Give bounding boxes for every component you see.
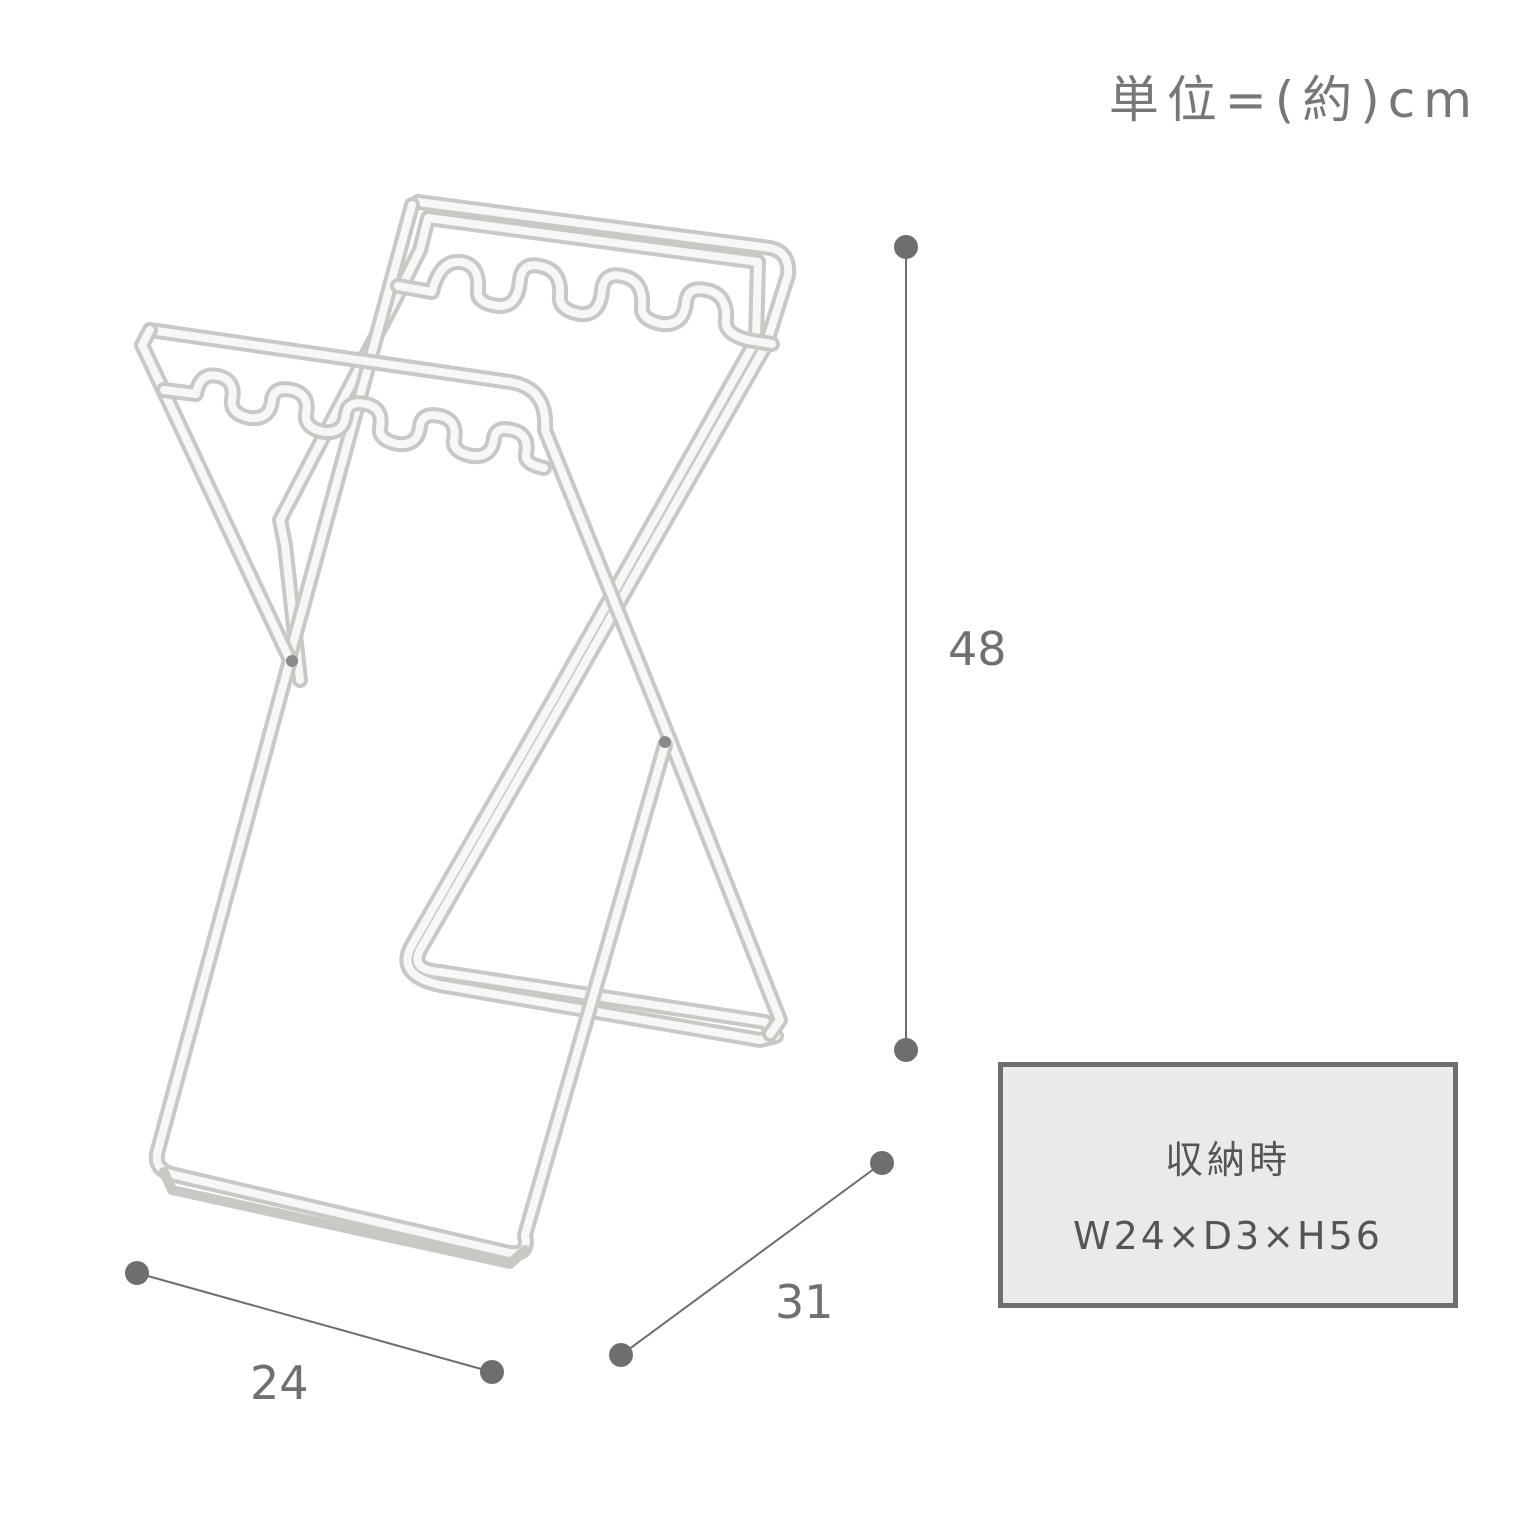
- front-hook-bar: [156, 367, 552, 476]
- depth-dimension-label: 31: [775, 1275, 834, 1329]
- back-hook-bar: [390, 253, 780, 352]
- width-dimension-line: [125, 1261, 504, 1384]
- width-dim-dot-right: [480, 1360, 504, 1384]
- height-dimension-label: 48: [948, 622, 1007, 676]
- pivot-rivet-left: [286, 655, 298, 667]
- width-dim-dot-left: [125, 1261, 149, 1285]
- height-dim-dot-bottom: [894, 1038, 918, 1062]
- depth-dimension-line: [609, 1151, 894, 1367]
- storage-dimensions: W24×D3×H56: [1073, 1214, 1383, 1258]
- unit-label: 単位=(約)cm: [1108, 71, 1480, 129]
- storage-title: 収納時: [1164, 1138, 1291, 1182]
- depth-dim-dot-right: [870, 1151, 894, 1175]
- storage-size-box: 収納時 W24×D3×H56: [998, 1062, 1458, 1308]
- depth-dim-dot-left: [609, 1343, 633, 1367]
- width-dimension-label: 24: [250, 1356, 309, 1410]
- front-frame: [134, 322, 788, 1269]
- back-frame: [272, 194, 797, 1048]
- height-dimension-line: [894, 235, 918, 1062]
- pivot-rivet-right: [659, 736, 671, 748]
- height-dim-dot-top: [894, 235, 918, 259]
